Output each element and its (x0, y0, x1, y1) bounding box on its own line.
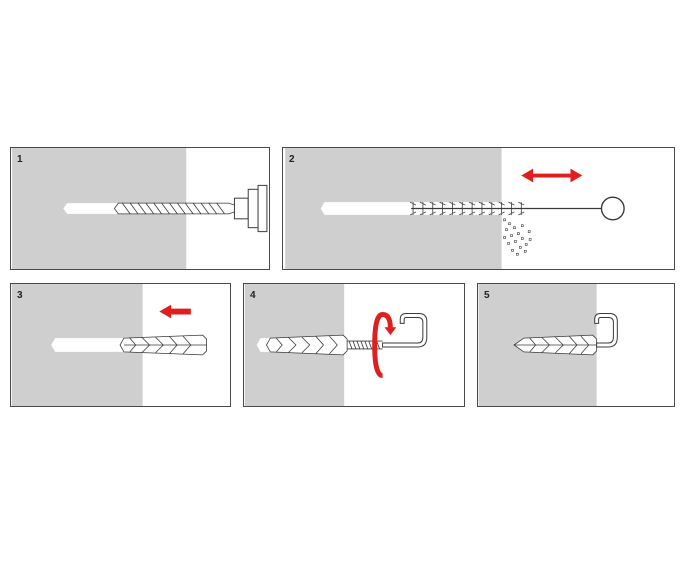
hook-icon (594, 313, 618, 348)
dust-particles (503, 218, 532, 256)
move-back-forth-arrow-icon (521, 168, 583, 183)
drilling-illustration (12, 148, 268, 269)
step-4-panel: 4 (243, 283, 465, 407)
cleaning-illustration (285, 148, 625, 269)
push-in-arrow-icon (159, 304, 191, 319)
drill-bit-icon (113, 202, 235, 215)
installed-illustration (478, 284, 618, 406)
insert-plug-illustration (11, 284, 207, 406)
step-3-panel: 3 (10, 283, 231, 407)
wall-plug-icon (119, 334, 207, 356)
step-number: 2 (289, 154, 295, 165)
step-number: 4 (250, 290, 256, 301)
step-1-panel: 1 (10, 147, 270, 270)
step-number: 5 (484, 290, 490, 301)
drilled-hole (320, 202, 502, 215)
screw-thread (347, 340, 383, 350)
drill-chuck-icon (233, 184, 268, 233)
cleaning-brush-icon (409, 201, 525, 216)
rotate-arrow-icon (372, 312, 397, 378)
wall-plug-icon (265, 334, 348, 356)
hook-icon (382, 313, 428, 348)
step-number: 1 (17, 154, 23, 165)
step-2-panel: 2 (282, 147, 675, 270)
step-5-panel: 5 (477, 283, 675, 407)
brush-handle-ring (600, 196, 625, 221)
step-number: 3 (17, 290, 23, 301)
drilled-hole (51, 338, 143, 352)
installed-plug-icon (513, 334, 598, 356)
screw-in-illustration (244, 284, 428, 406)
